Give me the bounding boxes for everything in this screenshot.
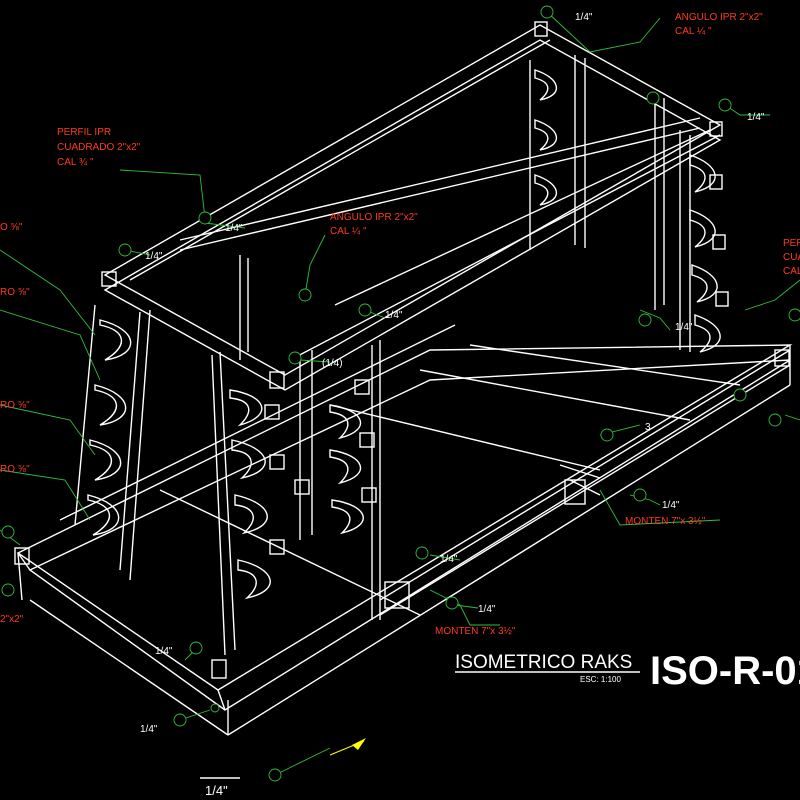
- perfil-left-line3: CAL ¾ ": [57, 157, 94, 168]
- left-edge-label-5: 2"x2": [0, 614, 24, 625]
- left-uprights: [119, 255, 381, 656]
- angulo-top-line2: CAL ¼ ": [675, 25, 712, 37]
- drawing-scale: ESC: 1:100: [580, 675, 621, 684]
- angulo-top-line1: ANGULO IPR 2"x2": [675, 12, 763, 23]
- dim-quarter-6: 1/4": [675, 322, 693, 333]
- left-panel-hooks: [74, 304, 132, 536]
- north-arrow: [329, 738, 366, 756]
- monten-label-1: MONTEN 7"x 3½": [625, 516, 706, 527]
- dim-quarter-4: 1/4": [747, 112, 765, 123]
- leader-lines: [0, 5, 800, 782]
- left-edge-label-4: RO ⅝": [0, 464, 30, 475]
- back-panel-hooks: [529, 55, 729, 353]
- annotations-red: ANGULO IPR 2"x2" CAL ¼ " ANGULO IPR 2"x2…: [0, 12, 800, 637]
- perfil-right-line1: PERFI: [783, 238, 800, 249]
- drawing-title: ISOMETRICO RAKS: [455, 652, 632, 673]
- dim-quarter-7: 1/4": [662, 500, 680, 511]
- dim-quarter-11: 1/4": [140, 724, 158, 735]
- drawing-code: ISO-R-01: [650, 649, 800, 693]
- title-block: ISOMETRICO RAKS ESC: 1:100 ISO-R-01: [455, 649, 800, 693]
- angulo-mid-line2: CAL ¼ ": [330, 225, 367, 237]
- dim-quarter-9: 1/4": [478, 604, 496, 615]
- left-edge-label-2: RO ⅝": [0, 287, 30, 298]
- dim-quarter-paren: (1/4): [322, 358, 343, 369]
- dim-quarter-12: 1/4": [205, 783, 228, 798]
- dim-quarter-10: 1/4": [155, 646, 173, 657]
- monten-label-2: MONTEN 7"x 3½": [435, 626, 516, 637]
- perfil-right-line3: CAL: [783, 266, 800, 277]
- dim-quarter-8: 1/4": [440, 554, 458, 565]
- perfil-left-line2: CUADRADO 2"x2": [57, 142, 141, 153]
- perfil-right-line2: CUAD: [783, 252, 800, 263]
- dim-quarter-3: 1/4": [145, 251, 163, 262]
- annotations-white: 1/4" 1/4" 1/4" 1/4" 1/4" (1/4) 1/4" 3 1/…: [140, 12, 765, 798]
- dim-three: 3: [645, 422, 651, 433]
- dim-quarter-1: 1/4": [575, 12, 593, 23]
- left-edge-label-3: RO ⅝": [0, 400, 30, 411]
- perfil-left-line1: PERFIL IPR: [57, 127, 111, 138]
- front-panel-hooks: [229, 379, 377, 600]
- top-frame: [101, 21, 723, 391]
- angulo-mid-line1: ANGULO IPR 2"x2": [330, 212, 418, 223]
- left-edge-label-1: O ⅝": [0, 222, 23, 233]
- dim-quarter-2: 1/4": [225, 223, 243, 234]
- dim-quarter-5: 1/4": [385, 310, 403, 321]
